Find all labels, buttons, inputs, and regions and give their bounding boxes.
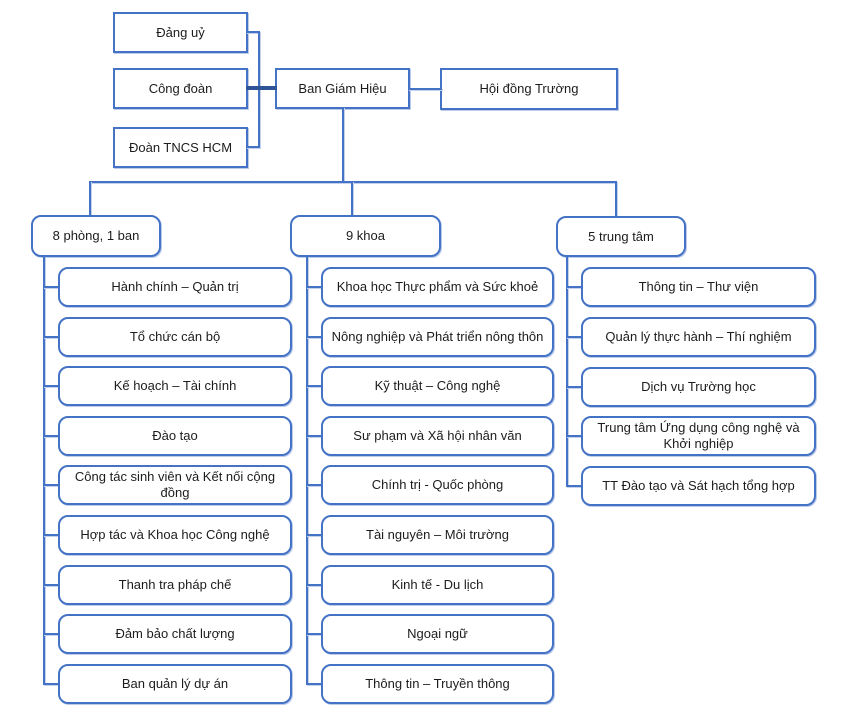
connector-tick <box>43 484 58 486</box>
unit-label: Sư phạm và Xã hội nhân văn <box>353 428 522 444</box>
branch-header-phong-ban: 8 phòng, 1 ban <box>31 215 161 257</box>
connector-tick <box>43 534 58 536</box>
connector-tick <box>566 435 581 437</box>
unit-node: Kỹ thuật – Công nghệ <box>321 366 554 406</box>
unit-node: Hợp tác và Khoa học Công nghệ <box>58 515 292 555</box>
connector-tick <box>306 683 321 685</box>
connector-tick <box>306 584 321 586</box>
unit-node: Tổ chức cán bộ <box>58 317 292 357</box>
node-label: Ban Giám Hiệu <box>298 80 387 96</box>
branch-header-khoa: 9 khoa <box>290 215 441 257</box>
connector-spine-trung-tam <box>566 257 568 487</box>
connector-tick <box>306 286 321 288</box>
unit-label: Kỹ thuật – Công nghệ <box>374 378 501 394</box>
unit-label: Kinh tế - Du lịch <box>391 577 484 593</box>
unit-label: Hợp tác và Khoa học Công nghệ <box>80 527 270 543</box>
connector-bgh-hdt <box>408 88 442 90</box>
connector-distributor <box>89 181 617 183</box>
unit-node: Ban quản lý dự án <box>58 664 292 704</box>
unit-label: Thông tin – Truyền thông <box>365 676 510 692</box>
unit-node: Kế hoạch – Tài chính <box>58 366 292 406</box>
connector-bgh-down <box>342 107 344 183</box>
connector-tick <box>306 633 321 635</box>
connector-tick <box>566 336 581 338</box>
node-dang-uy: Đảng uỷ <box>113 12 248 53</box>
node-doan-tncs-hcm: Đoàn TNCS HCM <box>113 127 248 168</box>
unit-label: Hành chính – Quản trị <box>111 279 239 295</box>
connector-tick <box>43 435 58 437</box>
connector-drop-trung-tam <box>615 181 617 216</box>
node-cong-doan: Công đoàn <box>113 68 248 109</box>
connector-tick <box>566 485 581 487</box>
connector-spine-phong <box>43 257 45 685</box>
unit-node: Tài nguyên – Môi trường <box>321 515 554 555</box>
branch-header-label: 8 phòng, 1 ban <box>52 228 140 244</box>
node-ban-giam-hieu: Ban Giám Hiệu <box>275 68 410 109</box>
connector-tick <box>43 584 58 586</box>
node-label: Hội đồng Trường <box>479 81 579 97</box>
connector-drop-phong <box>89 181 91 215</box>
unit-label: Ban quản lý dự án <box>121 676 229 692</box>
connector-tick <box>306 385 321 387</box>
connector-tick <box>306 336 321 338</box>
unit-node: Dịch vụ Trường học <box>581 367 816 407</box>
unit-label: Kế hoạch – Tài chính <box>113 378 237 394</box>
node-label: Đoàn TNCS HCM <box>128 139 233 155</box>
node-label: Công đoàn <box>148 80 213 96</box>
connector-drop-khoa <box>351 181 353 215</box>
unit-label: Đào tạo <box>152 428 198 444</box>
unit-node: Trung tâm Ứng dụng công nghệ và Khởi ngh… <box>581 416 816 456</box>
unit-node: Thông tin – Truyền thông <box>321 664 554 704</box>
unit-node: Hành chính – Quản trị <box>58 267 292 307</box>
unit-label: Thông tin – Thư viện <box>638 279 759 295</box>
connector-tick <box>306 534 321 536</box>
unit-label: Thanh tra pháp chế <box>118 577 232 593</box>
connector-tick <box>43 385 58 387</box>
unit-node: Thông tin – Thư viện <box>581 267 816 307</box>
unit-label: Quản lý thực hành – Thí nghiệm <box>605 329 792 345</box>
unit-label: TT Đào tạo và Sát hạch tổng hợp <box>602 478 795 494</box>
unit-node: Ngoại ngữ <box>321 614 554 654</box>
unit-node: Khoa học Thực phẩm và Sức khoẻ <box>321 267 554 307</box>
unit-label: Chính trị - Quốc phòng <box>371 477 504 493</box>
node-label: Đảng uỷ <box>156 24 205 40</box>
unit-label: Khoa học Thực phẩm và Sức khoẻ <box>336 279 539 295</box>
unit-node: TT Đào tạo và Sát hạch tổng hợp <box>581 466 816 506</box>
connector-tick <box>43 633 58 635</box>
node-hoi-dong-truong: Hội đồng Trường <box>440 68 618 110</box>
unit-node: Kinh tế - Du lịch <box>321 565 554 605</box>
connector-tick <box>43 286 58 288</box>
connector-tick <box>306 435 321 437</box>
connector-tick <box>566 386 581 388</box>
connector-tick <box>566 286 581 288</box>
unit-node: Đảm bảo chất lượng <box>58 614 292 654</box>
unit-label: Tài nguyên – Môi trường <box>366 527 509 543</box>
unit-node: Sư phạm và Xã hội nhân văn <box>321 416 554 456</box>
connector-tick <box>43 683 58 685</box>
unit-label: Tổ chức cán bộ <box>129 329 221 345</box>
branch-header-trung-tam: 5 trung tâm <box>556 216 686 257</box>
connector-spine-khoa <box>306 257 308 685</box>
branch-header-label: 5 trung tâm <box>588 228 654 244</box>
connector-doan-tncs-tick <box>246 146 260 148</box>
connector-dang-uy-tick <box>246 31 260 33</box>
unit-node: Nông nghiệp và Phát triển nông thôn <box>321 317 554 357</box>
unit-label: Đảm bảo chất lượng <box>115 626 235 642</box>
unit-node: Quản lý thực hành – Thí nghiệm <box>581 317 816 357</box>
unit-node: Chính trị - Quốc phòng <box>321 465 554 505</box>
unit-label: Ngoại ngữ <box>407 626 468 642</box>
unit-label: Trung tâm Ứng dụng công nghệ và Khởi ngh… <box>597 420 800 451</box>
unit-label: Dịch vụ Trường học <box>641 379 756 395</box>
connector-tick <box>306 484 321 486</box>
unit-node: Công tác sinh viên và Kết nối cộng đồng <box>58 465 292 505</box>
unit-label: Công tác sinh viên và Kết nối cộng đồng <box>74 469 276 500</box>
unit-label: Nông nghiệp và Phát triển nông thôn <box>331 329 544 345</box>
unit-node: Đào tạo <box>58 416 292 456</box>
branch-header-label: 9 khoa <box>345 228 386 244</box>
connector-cong-doan-bgh <box>246 86 277 90</box>
connector-tick <box>43 336 58 338</box>
unit-node: Thanh tra pháp chế <box>58 565 292 605</box>
